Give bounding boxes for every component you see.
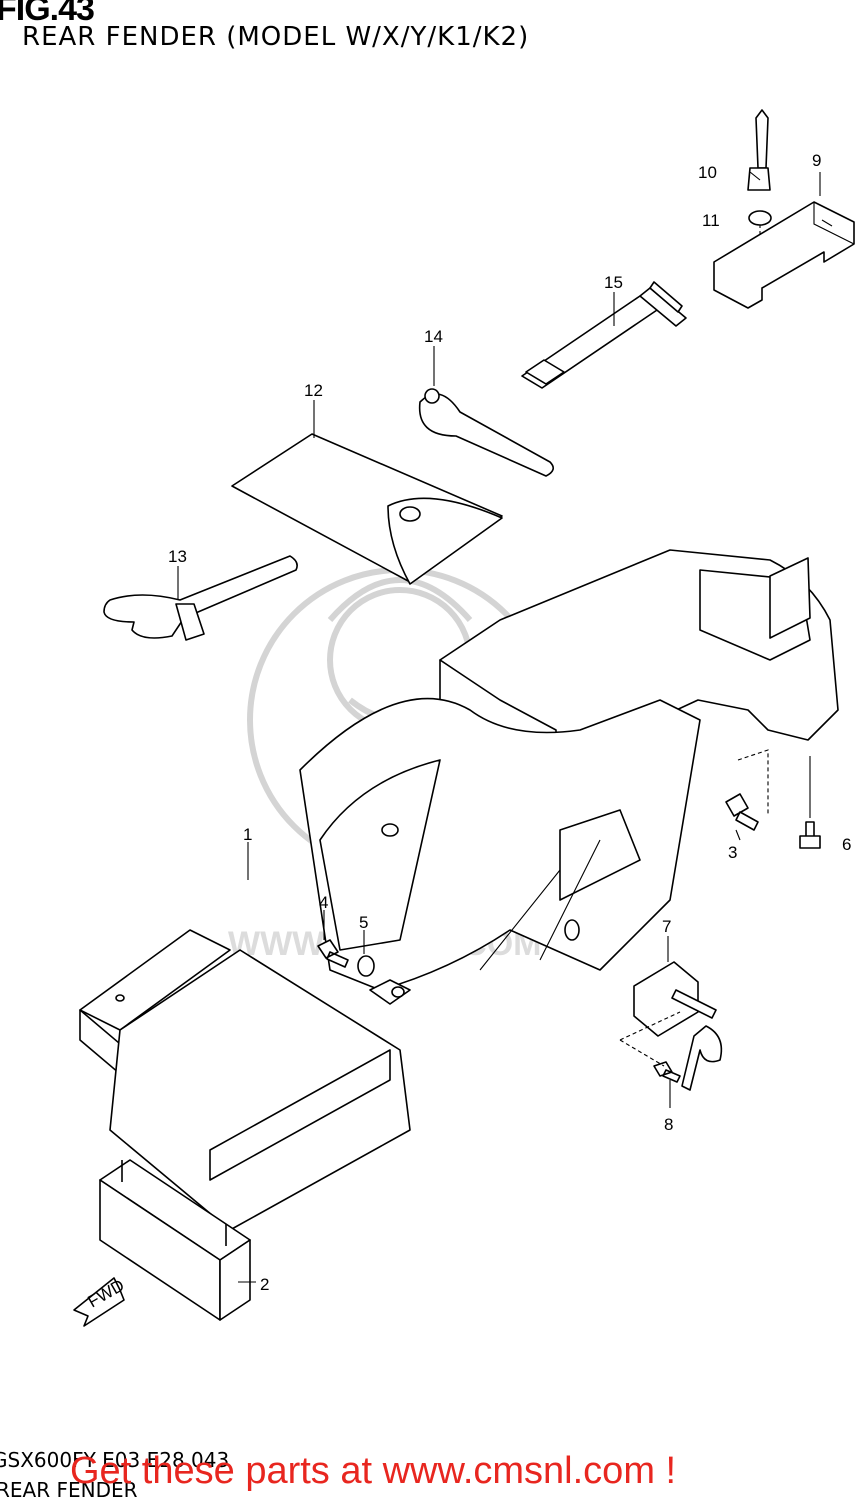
callout-4: 4 bbox=[319, 893, 328, 912]
part-14-wrench bbox=[418, 388, 554, 477]
callout-11: 11 bbox=[702, 211, 720, 230]
diagram-code: GSX600FY E03 E28 043 bbox=[0, 1448, 230, 1472]
part-1-rear-fender bbox=[79, 549, 839, 1231]
callout-3: 3 bbox=[728, 843, 737, 862]
part-3-bolt bbox=[725, 793, 759, 831]
callout-10: 10 bbox=[698, 163, 717, 182]
part-9-bracket bbox=[713, 201, 855, 309]
callout-5: 5 bbox=[359, 913, 368, 932]
part-15-strap bbox=[521, 281, 687, 389]
callout-14: 14 bbox=[424, 327, 443, 346]
callout-2: 2 bbox=[260, 1275, 269, 1294]
part-12-manual bbox=[231, 433, 503, 585]
figure-subtitle: REAR FENDER (MODEL W/X/Y/K1/K2) bbox=[22, 22, 530, 52]
callout-1: 1 bbox=[243, 825, 252, 844]
part-5-nut bbox=[357, 955, 375, 977]
promo-link[interactable]: Get these parts at www.cmsnl.com ! bbox=[70, 1450, 677, 1492]
callout-8: 8 bbox=[664, 1115, 673, 1134]
part-4-bolt bbox=[317, 939, 349, 968]
leader-lines bbox=[177, 171, 821, 1283]
forward-arrow: FWD bbox=[73, 1276, 128, 1327]
callout-15: 15 bbox=[604, 273, 623, 292]
part-11-washer bbox=[748, 210, 772, 226]
callout-7: 7 bbox=[662, 917, 671, 936]
callout-9: 9 bbox=[812, 151, 821, 170]
callout-13: 13 bbox=[168, 547, 187, 566]
callout-6: 6 bbox=[842, 835, 851, 854]
part-2-cover bbox=[99, 1159, 251, 1321]
figure-label: FIG.43 bbox=[0, 0, 95, 28]
part-13-spanner bbox=[103, 555, 298, 641]
part-8-screw bbox=[653, 1061, 681, 1083]
part-6-bolt bbox=[799, 821, 821, 849]
part-10-bolt bbox=[747, 109, 771, 191]
part-7-seat-lock bbox=[633, 961, 723, 1091]
callout-numbers: 1 2 3 4 5 6 7 8 9 10 11 12 13 14 15 bbox=[168, 151, 851, 1294]
callout-12: 12 bbox=[304, 381, 323, 400]
diagram-caption: REAR FENDER bbox=[0, 1478, 138, 1502]
